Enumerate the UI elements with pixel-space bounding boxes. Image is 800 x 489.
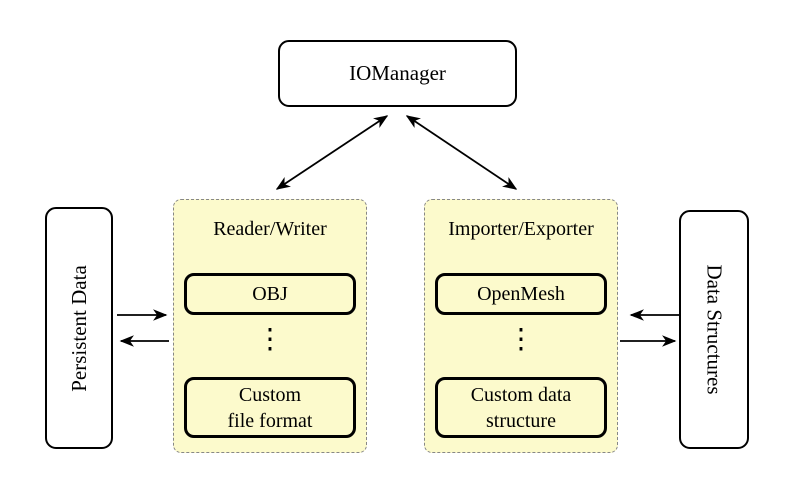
vertical-ellipsis: ⋮ (256, 322, 284, 355)
arrow-iomanager-importer-exporter (405, 115, 518, 190)
data-structures-node: Data Structures (679, 210, 749, 449)
persistent-data-label: Persistent Data (66, 264, 91, 392)
iomanager-label: IOManager (349, 61, 446, 85)
data-structures-label: Data Structures (702, 264, 727, 395)
vertical-ellipsis: ⋮ (507, 322, 535, 355)
iomanager-node: IOManager (278, 40, 517, 107)
persistent-data-node: Persistent Data (45, 207, 113, 449)
obj-node: OBJ (184, 273, 356, 315)
custom-file-format-node: Custom file format (184, 377, 356, 438)
reader-writer-group: Reader/Writer OBJ ⋮ Custom file format (173, 199, 367, 453)
importer-exporter-group: Importer/Exporter OpenMesh ⋮ Custom data… (424, 199, 618, 453)
custom-data-structure-node: Custom data structure (435, 377, 607, 438)
arrow-iomanager-reader-writer (275, 115, 389, 190)
openmesh-node: OpenMesh (435, 273, 607, 315)
reader-writer-group-label: Reader/Writer (213, 218, 327, 240)
importer-exporter-group-label: Importer/Exporter (448, 218, 594, 240)
